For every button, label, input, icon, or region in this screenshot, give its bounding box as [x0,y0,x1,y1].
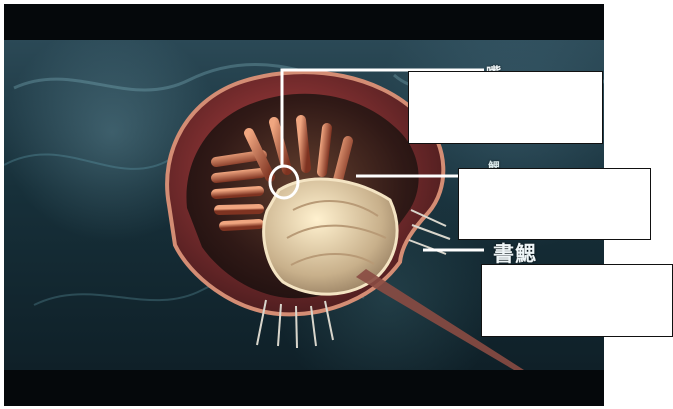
label-book-gills: 書鰓 [493,242,537,266]
answer-box-1[interactable] [408,71,603,144]
answer-box-3[interactable] [481,264,673,337]
mouth-highlight-ellipse [268,164,300,200]
answer-box-2[interactable] [458,168,651,240]
crab-tail [356,269,524,370]
horseshoe-crab-illustration [4,62,604,370]
crab-spines [256,209,451,349]
crab-walking-legs [211,115,353,231]
